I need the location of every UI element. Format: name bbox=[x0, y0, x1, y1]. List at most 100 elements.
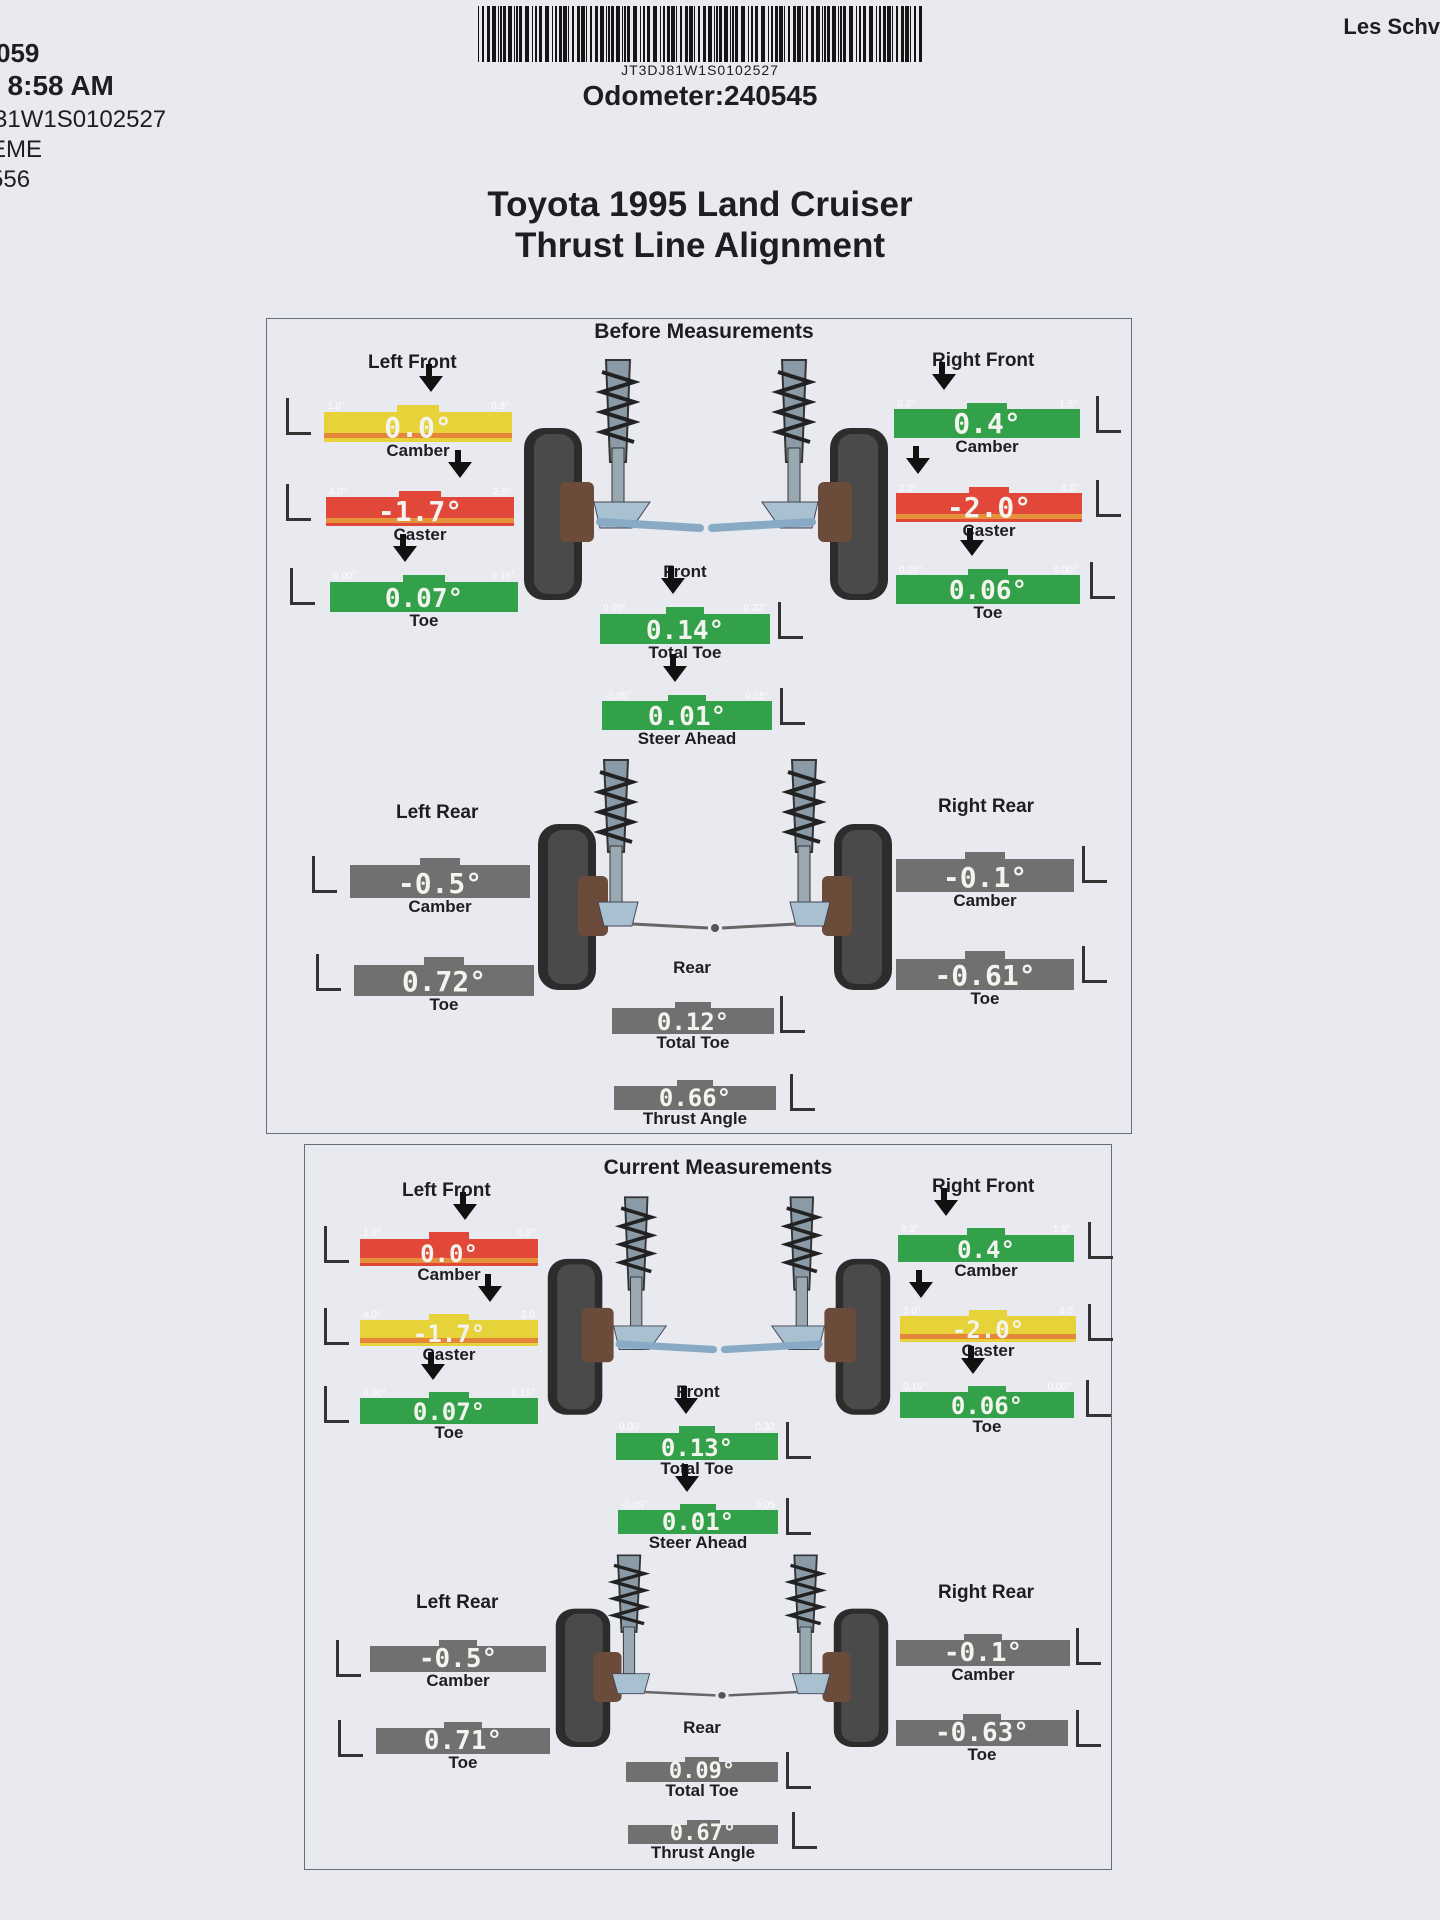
gauge-max-label: 0.00° bbox=[1053, 564, 1077, 576]
gauge-min-label: 4.0° bbox=[363, 1310, 381, 1322]
gauge-min-label: 0.3° bbox=[897, 398, 915, 410]
current-rear-heading: Rear bbox=[683, 1718, 721, 1737]
barcode-bar bbox=[811, 6, 814, 62]
before-rear-total-toe-icon bbox=[780, 996, 805, 1033]
before-lf-toe-icon bbox=[290, 568, 315, 605]
barcode-bar bbox=[910, 6, 911, 62]
gauge-max-label: 0.3° bbox=[491, 400, 509, 412]
barcode-bar bbox=[590, 6, 592, 62]
before-lr-camber-gauge: -0.5°Camber bbox=[350, 850, 530, 916]
before-lf-caster-icon bbox=[286, 484, 311, 521]
barcode-bar bbox=[627, 6, 630, 62]
gauge-center-notch bbox=[686, 1820, 720, 1844]
gauge-value: 0.06° bbox=[950, 1392, 1024, 1420]
current-rr-camber-gauge: -0.1°Camber bbox=[896, 1628, 1070, 1684]
barcode-bar bbox=[608, 6, 610, 62]
down-arrow-icon bbox=[393, 546, 418, 562]
gauge-max-label: 1.8° bbox=[1053, 1224, 1071, 1236]
gauge-caption: Toe bbox=[409, 611, 439, 630]
gauge-value: -0.61° bbox=[934, 959, 1036, 992]
barcode-bar bbox=[732, 6, 734, 62]
gauge-value: 0.01° bbox=[661, 1508, 735, 1536]
down-arrow-stem bbox=[460, 1192, 467, 1206]
gauge-max-label: 0.05° bbox=[745, 690, 769, 702]
barcode-bar bbox=[802, 6, 803, 62]
barcode-bar bbox=[694, 6, 695, 62]
gauge-caption: Total Toe bbox=[648, 643, 722, 662]
gauge-value: -0.1° bbox=[942, 861, 1028, 894]
before-rf-camber-gauge: 0.3°1.8°0.4°Camber bbox=[894, 362, 1080, 456]
gauge-min-label: 0.16° bbox=[899, 564, 923, 576]
barcode-bar bbox=[492, 6, 496, 62]
left-rear-wheel-icon bbox=[555, 1608, 622, 1747]
current-lf-toe-gauge: 0.00°0.16°0.07°Toe bbox=[360, 1352, 538, 1442]
barcode-bar bbox=[622, 6, 623, 62]
current-lr-toe-gauge: 0.71°Toe bbox=[376, 1716, 550, 1772]
header-line: l 8:58 AM bbox=[0, 70, 114, 101]
barcode-bar bbox=[478, 6, 479, 62]
gauge-caption: Total Toe bbox=[656, 1033, 730, 1052]
down-arrow-stem bbox=[940, 1188, 947, 1202]
barcode-bar bbox=[498, 6, 499, 62]
gauge-value: 0.07° bbox=[384, 584, 464, 614]
barcode-bar bbox=[896, 6, 898, 62]
gauge-max-label: 2.0° bbox=[493, 486, 511, 498]
barcode-bar bbox=[559, 6, 562, 62]
barcode-bar bbox=[611, 6, 614, 62]
right-strut-icon bbox=[708, 359, 819, 532]
down-arrow-stem bbox=[913, 446, 920, 460]
gauge-stripe bbox=[324, 433, 512, 439]
gauge-center-notch bbox=[677, 1079, 713, 1110]
gauge-center-notch bbox=[666, 607, 704, 644]
right-rear-strut-icon bbox=[728, 1554, 831, 1697]
down-arrow-icon bbox=[933, 1200, 958, 1216]
barcode-bar bbox=[708, 6, 712, 62]
barcode-bar bbox=[577, 6, 580, 62]
before-right-rear-heading: Right Rear bbox=[938, 796, 1035, 817]
vin-number: JT3DJ81W1S0102527 bbox=[621, 62, 779, 78]
barcode-bar bbox=[535, 6, 537, 62]
barcode-bar bbox=[676, 6, 677, 62]
right-rear-wheel-icon bbox=[822, 824, 892, 990]
current-lf-caster-icon bbox=[324, 1308, 349, 1345]
current-steer-ahead-icon bbox=[786, 1498, 811, 1535]
gauge-center-notch bbox=[420, 857, 460, 898]
before-lf-caster-gauge: 4.0°2.0°-1.7°Caster bbox=[326, 450, 514, 544]
gauge-min-label: 0.00° bbox=[603, 602, 627, 614]
barcode-bar bbox=[532, 6, 533, 62]
barcode-bar bbox=[887, 6, 891, 62]
gauge-max-label: 0.00° bbox=[1047, 1382, 1071, 1394]
gauge-caption: Caster bbox=[393, 525, 447, 544]
down-arrow-icon bbox=[675, 1476, 700, 1492]
down-arrow-stem bbox=[454, 450, 461, 464]
gauge-max-label: 0.05 bbox=[755, 1500, 775, 1512]
barcode-bar bbox=[863, 6, 866, 62]
gauge-value: -0.63° bbox=[935, 1718, 1029, 1748]
down-arrow-icon bbox=[421, 1364, 446, 1380]
gauge-stripe bbox=[360, 1338, 538, 1343]
current-rf-camber-gauge: 0.3°1.8°0.4°Camber bbox=[898, 1188, 1074, 1280]
before-rr-toe-icon bbox=[1082, 946, 1107, 983]
gauge-stripe bbox=[896, 513, 1082, 519]
gauge-value: -1.7° bbox=[377, 495, 463, 528]
current-rr-toe-icon bbox=[1076, 1710, 1101, 1747]
report-title: Toyota 1995 Land Cruiser Thrust Line Ali… bbox=[360, 184, 1040, 266]
barcode-bar bbox=[914, 6, 916, 62]
barcode-bar bbox=[514, 6, 515, 62]
gauge-caption: Toe bbox=[434, 1423, 464, 1442]
gauge-min-label: -0.05° bbox=[605, 690, 632, 702]
gauge-center-notch bbox=[675, 1002, 711, 1034]
right-front-wheel-icon bbox=[818, 428, 888, 600]
left-strut-icon bbox=[593, 359, 704, 532]
gauge-caption: Caster bbox=[422, 1345, 476, 1364]
current-rf-caster-gauge: 2.0°4.0-2.0°Caster bbox=[900, 1270, 1076, 1360]
before-lr-camber-icon bbox=[312, 856, 337, 893]
barcode-bar bbox=[640, 6, 641, 62]
report-title-line1: Toyota 1995 Land Cruiser bbox=[487, 185, 913, 224]
before-rr-camber-icon bbox=[1082, 846, 1107, 883]
down-arrow-icon bbox=[453, 1204, 478, 1220]
current-lf-caster-gauge: 4.0°2.0-1.7°Caster bbox=[360, 1274, 538, 1364]
gauge-min-label: 2.0° bbox=[903, 1306, 921, 1318]
down-arrow-stem bbox=[668, 566, 675, 580]
down-arrow-stem bbox=[681, 1386, 688, 1400]
